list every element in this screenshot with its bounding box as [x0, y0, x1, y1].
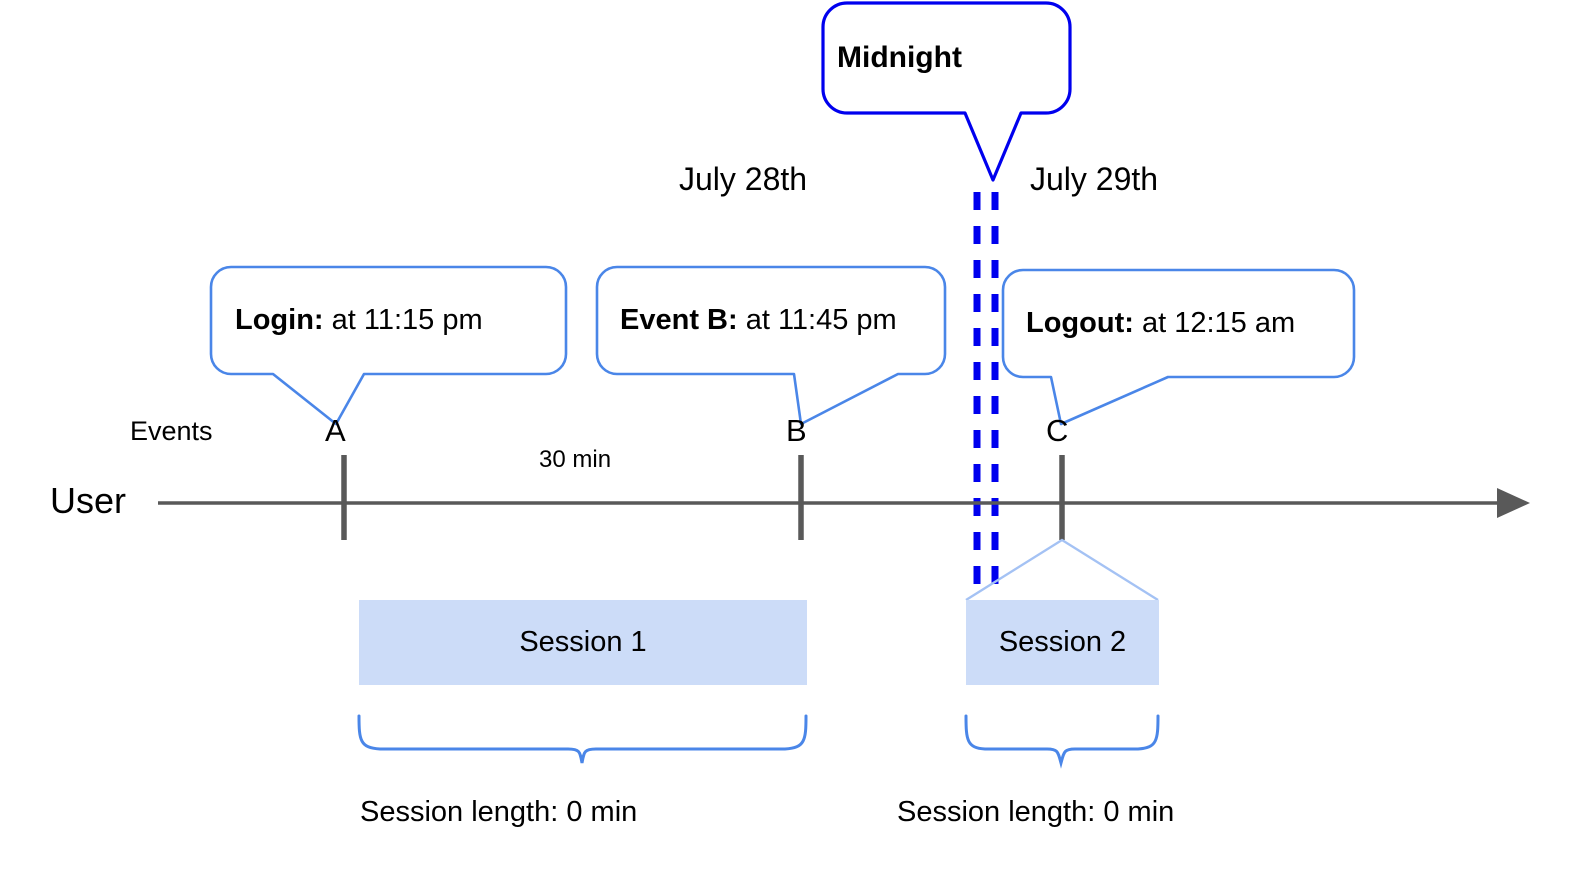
logout-callout-rest: at 12:15 am	[1133, 307, 1296, 339]
eventb-callout-shape	[595, 265, 947, 426]
tick-label-a: A	[325, 413, 346, 448]
eventb-callout-lead: Event B:	[620, 304, 738, 336]
event-tick-marks	[341, 455, 1065, 540]
session-2-length-caption: Session length: 0 min	[897, 796, 1175, 828]
session-1-box: Session 1	[359, 600, 807, 685]
login-callout-rest: at 11:15 pm	[323, 304, 483, 336]
login-callout-text: Login: at 11:15 pm	[235, 306, 483, 335]
tick-label-c: C	[1046, 413, 1069, 448]
eventb-callout-text: Event B: at 11:45 pm	[620, 306, 897, 335]
session1-brace	[357, 714, 808, 764]
date-label-july-29: July 29th	[1030, 161, 1159, 197]
timeline-axis	[158, 488, 1530, 518]
logout-callout-lead: Logout:	[1026, 307, 1134, 339]
session-1-label: Session 1	[519, 626, 647, 658]
eventb-callout-rest: at 11:45 pm	[737, 304, 897, 336]
duration-label-30min: 30 min	[539, 446, 612, 473]
user-row-label: User	[50, 480, 127, 521]
events-row-label: Events	[130, 416, 213, 446]
logout-callout-shape	[1001, 268, 1356, 426]
session-2-label: Session 2	[998, 626, 1127, 658]
login-callout-shape	[209, 265, 568, 426]
logout-callout-text: Logout: at 12:15 am	[1026, 309, 1295, 338]
session2-connector	[965, 538, 1159, 602]
midnight-dashed-lines	[973, 192, 999, 588]
date-label-july-28: July 28th	[679, 161, 808, 197]
midnight-label: Midnight	[837, 41, 962, 74]
session2-brace	[964, 714, 1160, 769]
tick-label-b: B	[786, 413, 807, 448]
login-callout-lead: Login:	[235, 304, 324, 336]
session-1-length-caption: Session length: 0 min	[360, 796, 638, 828]
midnight-callout-shape	[821, 1, 1072, 182]
session-2-box: Session 2	[966, 600, 1159, 685]
